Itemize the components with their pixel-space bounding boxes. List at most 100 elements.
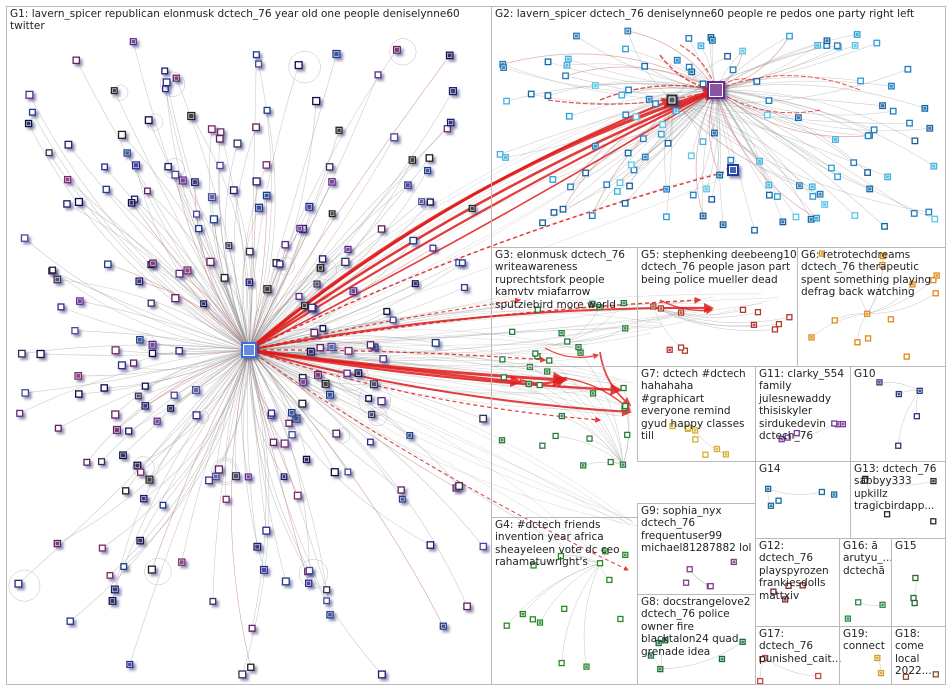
- g1-node-avatar: [246, 475, 250, 479]
- g2-node: [792, 213, 800, 221]
- g1-node: [431, 338, 440, 347]
- group-box-g13: G13: dctech_76 sabbyy333 upkillz tragicb…: [850, 461, 946, 539]
- group-node-avatar: [604, 550, 607, 553]
- g1-edge: [248, 283, 416, 351]
- group-node: [682, 579, 690, 586]
- g1-node-avatar: [301, 379, 306, 384]
- g1-node-avatar: [174, 76, 178, 80]
- g1-node-avatar: [150, 261, 155, 266]
- g1-edge: [122, 349, 250, 456]
- group-edge: [765, 657, 819, 677]
- g1-edge: [152, 349, 250, 355]
- g1-node: [238, 670, 247, 679]
- g2-edge: [715, 46, 839, 91]
- group-node: [606, 576, 613, 584]
- g1-edge: [138, 349, 250, 397]
- g1-node: [66, 617, 74, 625]
- self-loop: [144, 558, 172, 586]
- g1-node: [162, 78, 171, 87]
- g1-edge: [101, 349, 250, 462]
- g1-node-avatar: [137, 279, 142, 284]
- g2-node: [828, 164, 835, 172]
- g1-node-avatar: [315, 282, 319, 286]
- cross-edge: [248, 349, 631, 526]
- g2-edge: [715, 45, 856, 91]
- g1-edge: [25, 349, 250, 394]
- g2-edge: [693, 89, 717, 196]
- group-edge: [653, 306, 775, 331]
- g1-node: [305, 566, 314, 575]
- group-label-g13: G13: dctech_76 sabbyy333 upkillz tragicb…: [854, 463, 937, 513]
- g2-node: [786, 32, 793, 40]
- self-loop: [337, 359, 369, 391]
- self-loop: [389, 38, 417, 66]
- highlight-edge: [248, 297, 522, 351]
- g2-node: [614, 188, 621, 195]
- g2-node: [773, 193, 781, 200]
- group-label-g14: G14: [759, 463, 781, 475]
- group-node: [557, 552, 565, 560]
- group-node-avatar: [577, 345, 580, 349]
- g2-edge-red: [715, 35, 790, 91]
- g1-node: [209, 597, 217, 605]
- g2-edge-red: [715, 89, 817, 219]
- g1-node: [377, 225, 386, 233]
- g1-edge: [248, 349, 285, 477]
- group-node-avatar: [693, 429, 697, 432]
- g1-edge: [248, 349, 274, 443]
- g1-node: [195, 224, 203, 233]
- cross-edge: [248, 89, 708, 351]
- g1-edge: [241, 207, 260, 351]
- g2-edge: [671, 99, 856, 216]
- group-node-avatar: [897, 392, 901, 396]
- g1-edge: [113, 90, 250, 351]
- g1-node-avatar: [425, 168, 430, 173]
- g1-node: [148, 349, 157, 358]
- g2-node: [911, 137, 919, 145]
- g1-node-avatar: [227, 243, 231, 248]
- g1-node-avatar: [133, 163, 139, 168]
- g2-node: [652, 100, 659, 108]
- g1-node: [426, 198, 434, 206]
- group-node-avatar: [832, 493, 836, 496]
- g1-node: [14, 579, 23, 588]
- g1-edge: [194, 182, 250, 351]
- highlight-edge: [679, 44, 718, 92]
- g1-edge: [123, 349, 250, 567]
- group-label-g19: G19: connect: [843, 628, 885, 653]
- g1-edge: [175, 78, 250, 351]
- g1-edge: [248, 74, 379, 351]
- g1-node: [102, 185, 110, 194]
- g1-edge: [145, 349, 250, 387]
- g1-node: [319, 325, 327, 332]
- group-node: [799, 582, 806, 589]
- g1-node-avatar: [193, 387, 199, 393]
- group-edge: [867, 284, 913, 315]
- group-box-g5: G5: stephenking deebeeng10 dctech_76 peo…: [637, 247, 798, 367]
- g1-node: [20, 234, 29, 242]
- g1-edge: [57, 349, 250, 544]
- g2-edge: [565, 75, 673, 101]
- group-node-avatar: [591, 392, 595, 395]
- group-node-avatar: [659, 307, 663, 310]
- g2-node: [925, 208, 933, 216]
- group-label-g17: G17: dctech_76 punished_cait...: [759, 628, 842, 665]
- g1-node: [215, 134, 224, 143]
- g1-node: [377, 670, 386, 679]
- group-node-avatar: [545, 370, 549, 373]
- g1-node-avatar: [114, 427, 120, 433]
- g2-node: [544, 92, 552, 100]
- g1-edge: [182, 180, 250, 351]
- g1-edge: [52, 269, 250, 351]
- hub-node-lavern-avatar: [710, 84, 722, 96]
- g1-node-avatar: [447, 53, 452, 58]
- group-node-avatar: [846, 617, 850, 620]
- g1-edge: [248, 63, 272, 351]
- g2-node-avatar: [710, 38, 714, 42]
- g2-node: [724, 52, 731, 60]
- g1-node: [209, 215, 218, 224]
- g1-edge: [248, 181, 333, 351]
- g2-node: [729, 66, 737, 74]
- g1-node: [263, 106, 271, 114]
- group-node: [932, 290, 939, 297]
